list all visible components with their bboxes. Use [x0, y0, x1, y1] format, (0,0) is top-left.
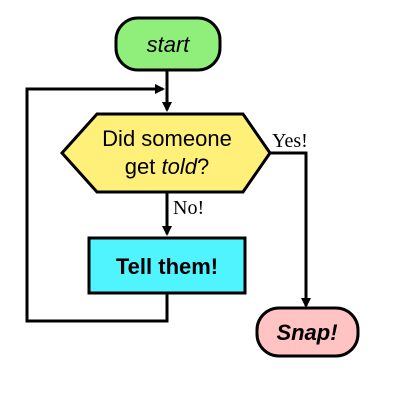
action-shape [87, 236, 247, 295]
end-node: Snap! [255, 306, 360, 358]
loop-back-arrow [25, 84, 169, 323]
start-label: start [147, 32, 191, 57]
no-edge-label: No! [173, 197, 204, 219]
decision-node: Did someone get told? [59, 112, 272, 194]
start-shape [114, 16, 222, 72]
decision-shape [59, 112, 272, 194]
yes-edge-label: Yes! [272, 130, 308, 152]
start-node: start [114, 16, 222, 72]
end-label: Snap! [276, 320, 337, 345]
action-node: Tell them! [87, 236, 247, 295]
decision-label-line2: get told? [125, 154, 209, 179]
decision-line2-italic: told [161, 154, 197, 179]
yes-branch-arrow [270, 151, 311, 308]
decision-label-line1: Did someone [102, 126, 232, 151]
decision-line2-prefix: get [125, 154, 162, 179]
end-shape [255, 306, 360, 358]
action-label: Tell them! [116, 254, 218, 279]
decision-line2-suffix: ? [197, 154, 209, 179]
connectors [25, 71, 311, 323]
